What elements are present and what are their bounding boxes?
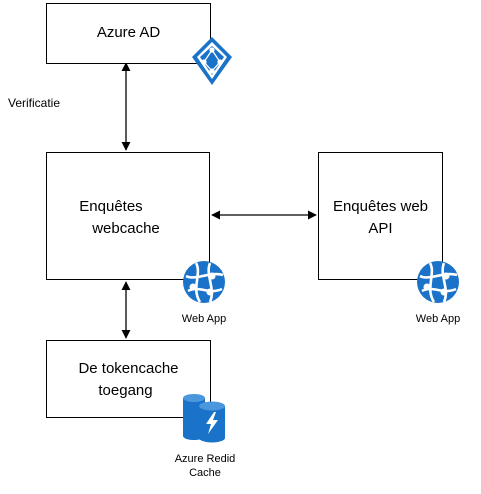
web-app-globe-icon (181, 259, 227, 305)
webapi-icon-caption: Web App (415, 313, 461, 325)
webapi-title-line1: Enquêtes web (332, 198, 429, 215)
webcache-box (46, 152, 210, 280)
tokencache-title-line2: toegang (98, 382, 153, 399)
webapi-title: Enquêtes web API (318, 196, 443, 240)
azure-ad-icon (190, 35, 234, 87)
webcache-title-line1: Enquêtes (79, 198, 143, 215)
webcache-icon-caption: Web App (181, 313, 227, 325)
azure-ad-title: Azure AD (96, 24, 161, 41)
webcache-title-line2: webcache (92, 220, 160, 237)
redis-caption-line2: Cache (189, 467, 221, 479)
redis-caption-line1: Azure Redid (174, 453, 236, 465)
webapi-title-line2: API (368, 220, 393, 237)
tokencache-title-line1: De tokencache (78, 360, 179, 377)
verificatie-label: Verificatie (8, 96, 61, 110)
web-app-globe-icon (415, 259, 461, 305)
tokencache-title: De tokencache toegang (46, 358, 211, 402)
redis-icon-caption: Azure Redid Cache (160, 452, 250, 480)
webapi-box (318, 152, 443, 280)
webcache-title: Enquêtes webcache (46, 196, 176, 240)
azure-ad-box (46, 3, 211, 64)
redis-cache-icon (180, 392, 230, 444)
